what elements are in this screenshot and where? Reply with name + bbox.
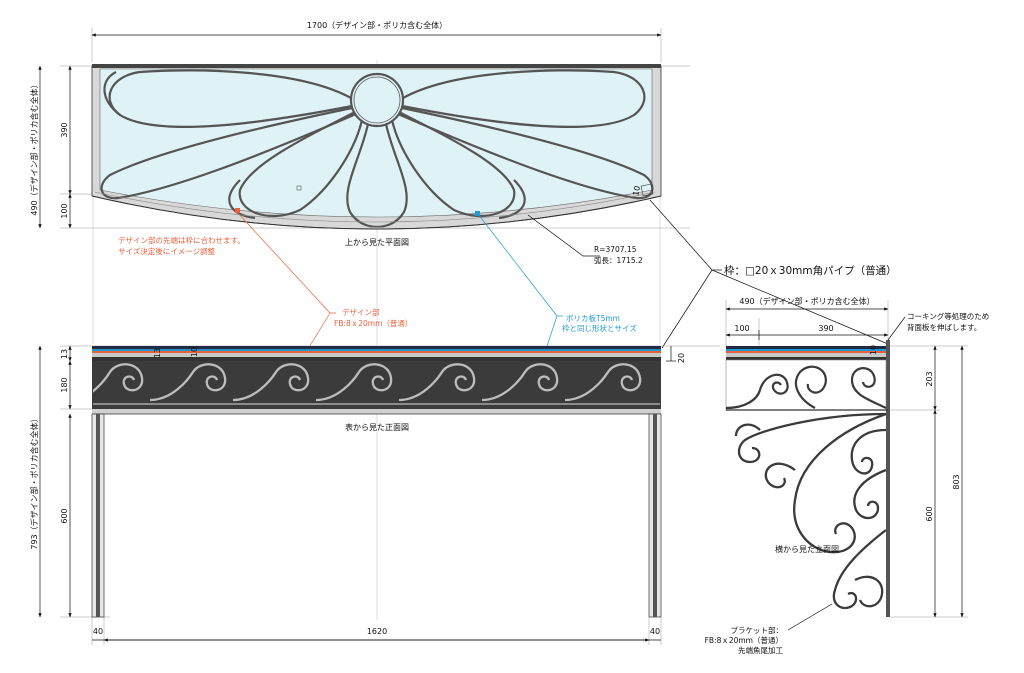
svg-text:10: 10 (190, 347, 199, 357)
svg-text:デザイン部: デザイン部 (342, 307, 380, 317)
design-tip-note: デザイン部の先端は枠に合わせます。 サイズ決定後にイメージ調整 (118, 211, 336, 350)
svg-text:203: 203 (925, 371, 934, 386)
plan-390: 390 (60, 122, 69, 137)
plan-corner-10: 10 (631, 185, 642, 197)
side-scroll-upper (725, 365, 887, 410)
front-caption: 表から見た正面図 (345, 422, 409, 432)
svg-text:背面板を伸ばします。: 背面板を伸ばします。 (907, 322, 981, 332)
svg-text:10: 10 (869, 345, 878, 355)
polycarbonate-note: ポリカ板T5mm 枠と同じ形状とサイズ (477, 213, 637, 350)
design-part-note: デザイン部 FB:8ｘ20mm（普通） (334, 307, 412, 328)
svg-text:コーキング等処理のため: コーキング等処理のため (907, 311, 989, 321)
svg-text:先端魚尾加工: 先端魚尾加工 (738, 645, 783, 655)
svg-text:803: 803 (952, 474, 961, 489)
plan-caption: 上から見た平面図 (345, 238, 409, 247)
front-total: 793（デザイン部・ポリカ含む全体） (29, 414, 39, 549)
svg-text:弧長：1715.2: 弧長：1715.2 (594, 255, 643, 265)
front-small-dims: 13 10 20 (153, 346, 686, 363)
svg-text:600: 600 (925, 506, 934, 521)
caulking-note: コーキング等処理のため 背面板を伸ばします。 (887, 311, 989, 341)
svg-text:FB:8ｘ20mm（普通）: FB:8ｘ20mm（普通） (705, 635, 783, 645)
svg-text:13: 13 (153, 348, 162, 358)
total-width-label: 1700（デザイン部・ポリカ含む全体） (307, 20, 447, 30)
svg-text:600: 600 (60, 508, 69, 523)
wave-scroll-pattern (93, 363, 660, 405)
plan-view: 10 (60, 60, 690, 620)
svg-text:ポリカ板T5mm: ポリカ板T5mm (566, 313, 620, 323)
plan-100: 100 (60, 203, 69, 218)
svg-text:390: 390 (818, 324, 833, 333)
svg-text:ブラケット部：: ブラケット部： (731, 625, 784, 635)
svg-text:R=3707.15: R=3707.15 (594, 245, 637, 254)
svg-text:40: 40 (93, 627, 103, 636)
bottom-1620: 1620 (367, 627, 387, 636)
side-view: 490（デザイン部・ポリカ含む全体） 100 390 10 (725, 296, 968, 618)
svg-text:サイズ決定後にイメージ調整: サイズ決定後にイメージ調整 (118, 246, 216, 256)
frame-note: 枠：□20ｘ30mm角パイプ（普通） (649, 199, 897, 349)
svg-text:100: 100 (734, 324, 749, 333)
svg-text:デザイン部の先端は枠に合わせます。: デザイン部の先端は枠に合わせます。 (118, 235, 245, 245)
bracket-note: ブラケット部： FB:8ｘ20mm（普通） 先端魚尾加工 (705, 603, 833, 655)
frame-spec: 枠：□20ｘ30mm角パイプ（普通） (724, 264, 897, 277)
side-caption: 横から見た立面図 (775, 544, 839, 554)
radius-note: R=3707.15 弧長：1715.2 (527, 214, 643, 265)
dim-1700: 1700（デザイン部・ポリカ含む全体） (91, 20, 662, 62)
plan-left-dims: 490（デザイン部・ポリカ含む全体） 390 100 (29, 65, 72, 229)
svg-text:FB:8ｘ20mm（普通）: FB:8ｘ20mm（普通） (334, 318, 412, 328)
bottom-dims: 40 1620 40 (91, 617, 662, 645)
front-left-dims: 793（デザイン部・ポリカ含む全体） 13 180 600 (29, 345, 72, 618)
fascia-panel (92, 361, 661, 409)
svg-text:20: 20 (677, 353, 686, 363)
svg-text:枠と同じ形状とサイズ: 枠と同じ形状とサイズ (562, 323, 637, 333)
polycarbonate-panel (99, 68, 653, 218)
plan-depth-total: 490（デザイン部・ポリカ含む全体） (29, 80, 39, 215)
bracket-scrolls (734, 412, 887, 610)
side-total: 490（デザイン部・ポリカ含む全体） (739, 296, 874, 306)
svg-text:180: 180 (60, 377, 69, 392)
back-plate (886, 340, 890, 617)
svg-text:40: 40 (650, 627, 660, 636)
front-view (60, 345, 720, 618)
svg-text:13: 13 (60, 349, 69, 359)
flower-design (100, 69, 654, 228)
